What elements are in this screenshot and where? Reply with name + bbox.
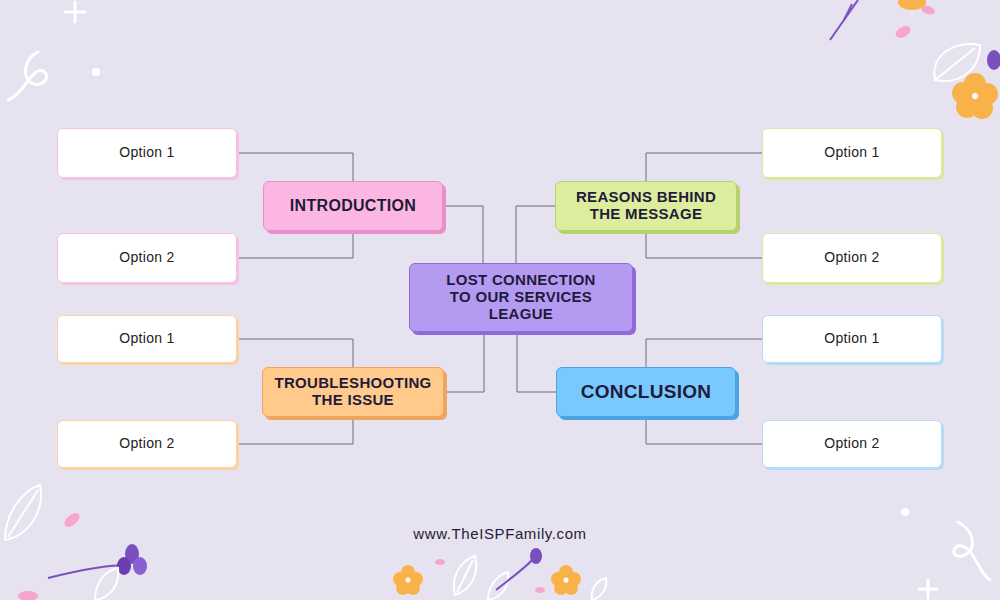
swirl xyxy=(954,522,990,580)
connector-line xyxy=(443,206,483,263)
option-text: Option 2 xyxy=(119,250,174,266)
flower xyxy=(393,565,423,595)
connector-line xyxy=(646,153,762,181)
petal xyxy=(535,587,545,593)
connector-line xyxy=(517,332,556,392)
topic-text: REASONS BEHIND THE MESSAGE xyxy=(564,189,728,223)
swirl xyxy=(8,52,47,100)
petal xyxy=(894,24,913,41)
connector-line xyxy=(237,339,353,367)
leaf xyxy=(592,578,607,600)
leaf xyxy=(5,485,41,540)
connector-line xyxy=(646,339,762,367)
flower-center xyxy=(972,93,978,99)
leaf xyxy=(95,568,118,600)
website-url: www.TheISPFamily.com xyxy=(0,525,1000,542)
connector-line xyxy=(516,206,555,263)
option-box: Option 1 xyxy=(57,315,237,363)
connector-line xyxy=(237,231,353,258)
stem xyxy=(844,4,852,20)
dot xyxy=(901,508,909,516)
petal xyxy=(393,572,407,586)
connector-line xyxy=(237,153,353,181)
option-box: Option 1 xyxy=(762,315,942,363)
topic-box: REASONS BEHIND THE MESSAGE xyxy=(555,181,737,231)
option-box: Option 2 xyxy=(57,420,237,468)
topic-box: INTRODUCTION xyxy=(263,181,443,231)
petal xyxy=(530,548,542,564)
topic-box: CONCLUSION xyxy=(556,367,736,417)
sparkle xyxy=(919,580,937,598)
topic-box: TROUBLESHOOTING THE ISSUE xyxy=(262,367,444,417)
flower xyxy=(551,565,581,595)
topic-box: LOST CONNECTION TO OUR SERVICES LEAGUE xyxy=(409,263,633,332)
topic-text: CONCLUSION xyxy=(581,381,712,402)
petal xyxy=(133,557,147,575)
connector-line xyxy=(646,231,762,258)
leaf xyxy=(454,556,476,595)
flower-center xyxy=(406,578,411,583)
option-box: Option 2 xyxy=(57,233,237,283)
connector-line xyxy=(444,332,484,392)
flower xyxy=(952,73,998,119)
leaf xyxy=(488,572,508,600)
petal xyxy=(18,591,38,600)
stem xyxy=(830,0,858,40)
option-text: Option 2 xyxy=(824,250,879,266)
topic-text: TROUBLESHOOTING THE ISSUE xyxy=(269,375,437,409)
option-box: Option 1 xyxy=(762,128,942,178)
option-text: Option 1 xyxy=(119,145,174,161)
topic-text: INTRODUCTION xyxy=(290,197,416,215)
topic-text: LOST CONNECTION TO OUR SERVICES LEAGUE xyxy=(438,272,604,322)
flower xyxy=(117,544,147,575)
option-box: Option 1 xyxy=(57,128,237,178)
option-text: Option 2 xyxy=(119,436,174,452)
flower-center xyxy=(564,578,569,583)
option-box: Option 2 xyxy=(762,233,942,283)
option-text: Option 2 xyxy=(824,436,879,452)
stem xyxy=(496,560,532,590)
option-text: Option 1 xyxy=(824,145,879,161)
petal xyxy=(62,510,82,529)
flower xyxy=(898,0,926,10)
dot xyxy=(92,68,100,76)
stem xyxy=(48,565,128,578)
option-box: Option 2 xyxy=(762,420,942,468)
connector-line xyxy=(237,417,353,444)
petal xyxy=(551,572,565,586)
petal xyxy=(435,559,445,565)
option-text: Option 1 xyxy=(119,331,174,347)
connector-line xyxy=(646,417,762,444)
sparkle xyxy=(65,2,85,22)
petal xyxy=(987,50,1000,70)
petal xyxy=(952,82,974,104)
option-text: Option 1 xyxy=(824,331,879,347)
